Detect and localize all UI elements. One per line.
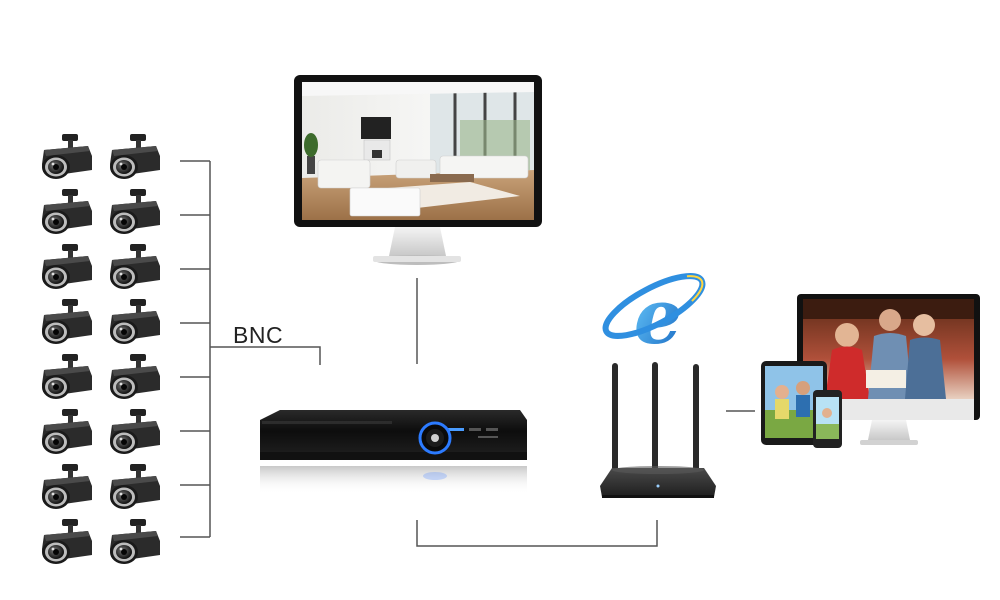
camera-array bbox=[42, 134, 160, 564]
cctv-camera-icon bbox=[42, 134, 160, 564]
monitor-icon bbox=[294, 75, 542, 265]
bnc-label: BNC bbox=[233, 322, 284, 348]
dvr-recorder-icon bbox=[260, 410, 527, 494]
connection-lines bbox=[180, 160, 755, 547]
internet-explorer-icon: e bbox=[602, 272, 706, 361]
devices-icon bbox=[761, 294, 980, 448]
wifi-router-icon bbox=[600, 362, 716, 498]
